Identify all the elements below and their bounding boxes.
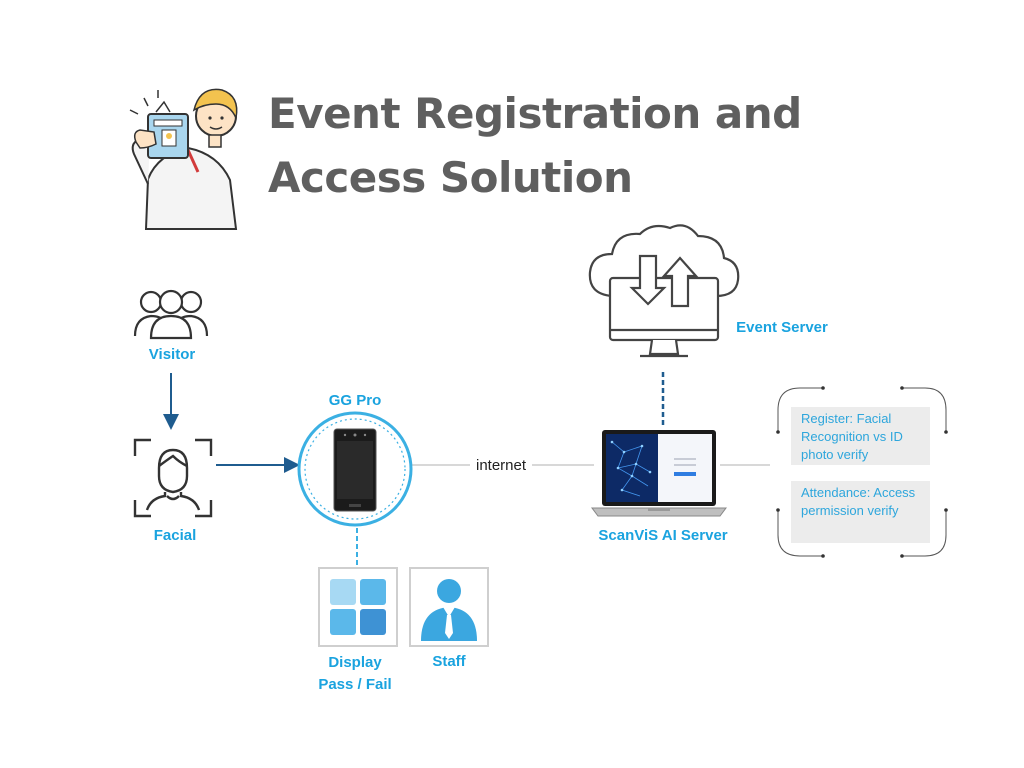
display-tile <box>318 567 398 647</box>
display-label: Display Pass / Fail <box>305 652 405 696</box>
staff-person-tie-icon <box>421 579 477 641</box>
display-label-line-2: Pass / Fail <box>318 676 392 693</box>
notes-bracket-left <box>777 387 823 432</box>
notes-bracket-right <box>902 387 947 432</box>
event-server-label: Event Server <box>736 319 828 336</box>
tiles-grid-icon <box>330 579 386 635</box>
person-with-id-badge-illustration <box>129 88 238 230</box>
ai-server-label: ScanViS AI Server <box>598 527 728 544</box>
attendance-note: Attendance: Access permission verify <box>791 481 930 543</box>
visitor-label: Visitor <box>148 346 196 363</box>
display-label-line-1: Display <box>328 654 382 671</box>
staff-label: Staff <box>432 653 466 670</box>
title-line-1: Event Registration and <box>268 89 802 138</box>
staff-tile <box>409 567 489 647</box>
page-title: Event Registration and Access Solution <box>268 82 868 210</box>
facial-label: Facial <box>153 527 197 544</box>
title-line-2: Access Solution <box>268 153 633 202</box>
internet-label: internet <box>470 457 533 474</box>
cloud-sync-monitor-icon <box>588 224 740 358</box>
group-people-icon <box>133 289 209 340</box>
gg-pro-terminal-icon <box>297 411 413 527</box>
laptop-icon <box>591 430 727 517</box>
face-scan-icon <box>133 438 213 518</box>
register-note: Register: Facial Recognition vs ID photo… <box>791 407 930 465</box>
device-label: GG Pro <box>328 392 382 409</box>
